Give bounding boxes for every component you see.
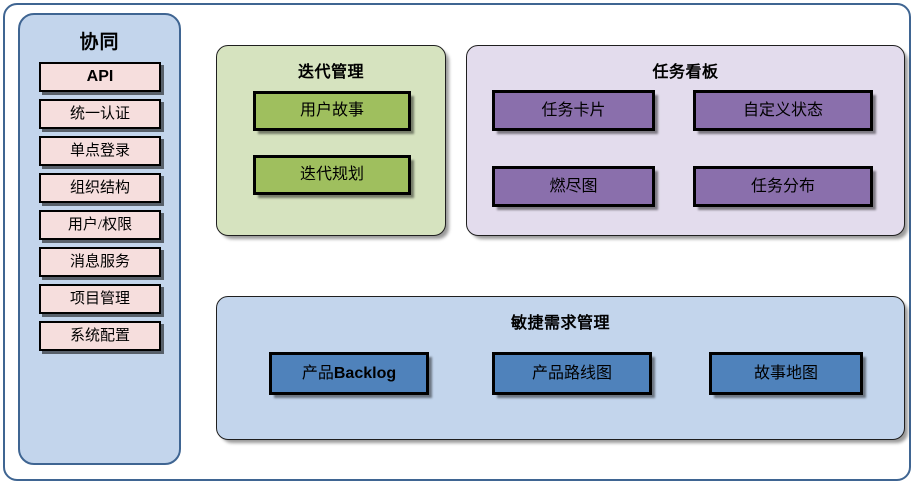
sidebar-item-label: 统一认证 [69, 105, 130, 122]
panel-title-task-kanban: 任务看板 [652, 64, 719, 81]
sidebar-item-list: API 统一认证 单点登录 组织结构 用户/权限 消息服务 项目管理 系统配置 [39, 62, 161, 358]
chip-label: 用户故事 [299, 102, 364, 119]
sidebar-item-org-structure[interactable]: 组织结构 [39, 173, 161, 203]
sidebar-item-label: 项目管理 [69, 290, 130, 307]
chip-label: 迭代规划 [299, 166, 364, 183]
chip-task-distribution[interactable]: 任务分布 [693, 166, 873, 207]
chip-user-story[interactable]: 用户故事 [253, 91, 411, 131]
outer-frame [3, 3, 911, 481]
chip-label: 自定义状态 [742, 101, 823, 119]
panel-iteration-management: 迭代管理 用户故事 迭代规划 [216, 45, 446, 236]
sidebar-item-api[interactable]: API [39, 62, 161, 92]
sidebar-item-system-config[interactable]: 系统配置 [39, 321, 161, 351]
sidebar-item-label: 组织结构 [69, 179, 130, 196]
sidebar-item-label: 单点登录 [69, 142, 130, 159]
sidebar-item-user-permission[interactable]: 用户/权限 [39, 210, 161, 240]
chip-label-cn: 产品 [301, 364, 334, 382]
sidebar-title: 协同 [79, 32, 120, 53]
sidebar-item-label: 用户/权限 [67, 216, 133, 233]
sidebar-collaboration-panel: 协同 API 统一认证 单点登录 组织结构 用户/权限 消息服务 项目管理 [18, 13, 181, 465]
sidebar-item-label: API [86, 68, 114, 85]
sidebar-item-project-management[interactable]: 项目管理 [39, 284, 161, 314]
chip-label: 任务分布 [750, 177, 815, 195]
chip-task-card[interactable]: 任务卡片 [492, 90, 655, 131]
chip-product-roadmap[interactable]: 产品路线图 [492, 352, 652, 395]
sidebar-item-single-sign-on[interactable]: 单点登录 [39, 136, 161, 166]
panel-title-agile-requirement-management: 敏捷需求管理 [510, 315, 610, 332]
chip-label: 燃尽图 [549, 177, 598, 195]
chip-label: 故事地图 [753, 364, 818, 382]
panel-task-kanban: 任务看板 任务卡片 自定义状态 燃尽图 任务分布 [466, 45, 905, 236]
chip-custom-status[interactable]: 自定义状态 [693, 90, 873, 131]
chip-burndown-chart[interactable]: 燃尽图 [492, 166, 655, 207]
sidebar-item-label: 系统配置 [69, 327, 130, 344]
sidebar-item-unified-auth[interactable]: 统一认证 [39, 99, 161, 129]
sidebar-item-message-service[interactable]: 消息服务 [39, 247, 161, 277]
chip-iteration-planning[interactable]: 迭代规划 [253, 155, 411, 195]
sidebar-item-label: 消息服务 [69, 253, 130, 270]
chip-label: 任务卡片 [541, 101, 606, 119]
chip-label: 产品路线图 [531, 364, 612, 382]
panel-title-iteration-management: 迭代管理 [297, 64, 364, 81]
chip-label-en: Backlog [333, 364, 397, 382]
chip-story-map[interactable]: 故事地图 [709, 352, 863, 395]
